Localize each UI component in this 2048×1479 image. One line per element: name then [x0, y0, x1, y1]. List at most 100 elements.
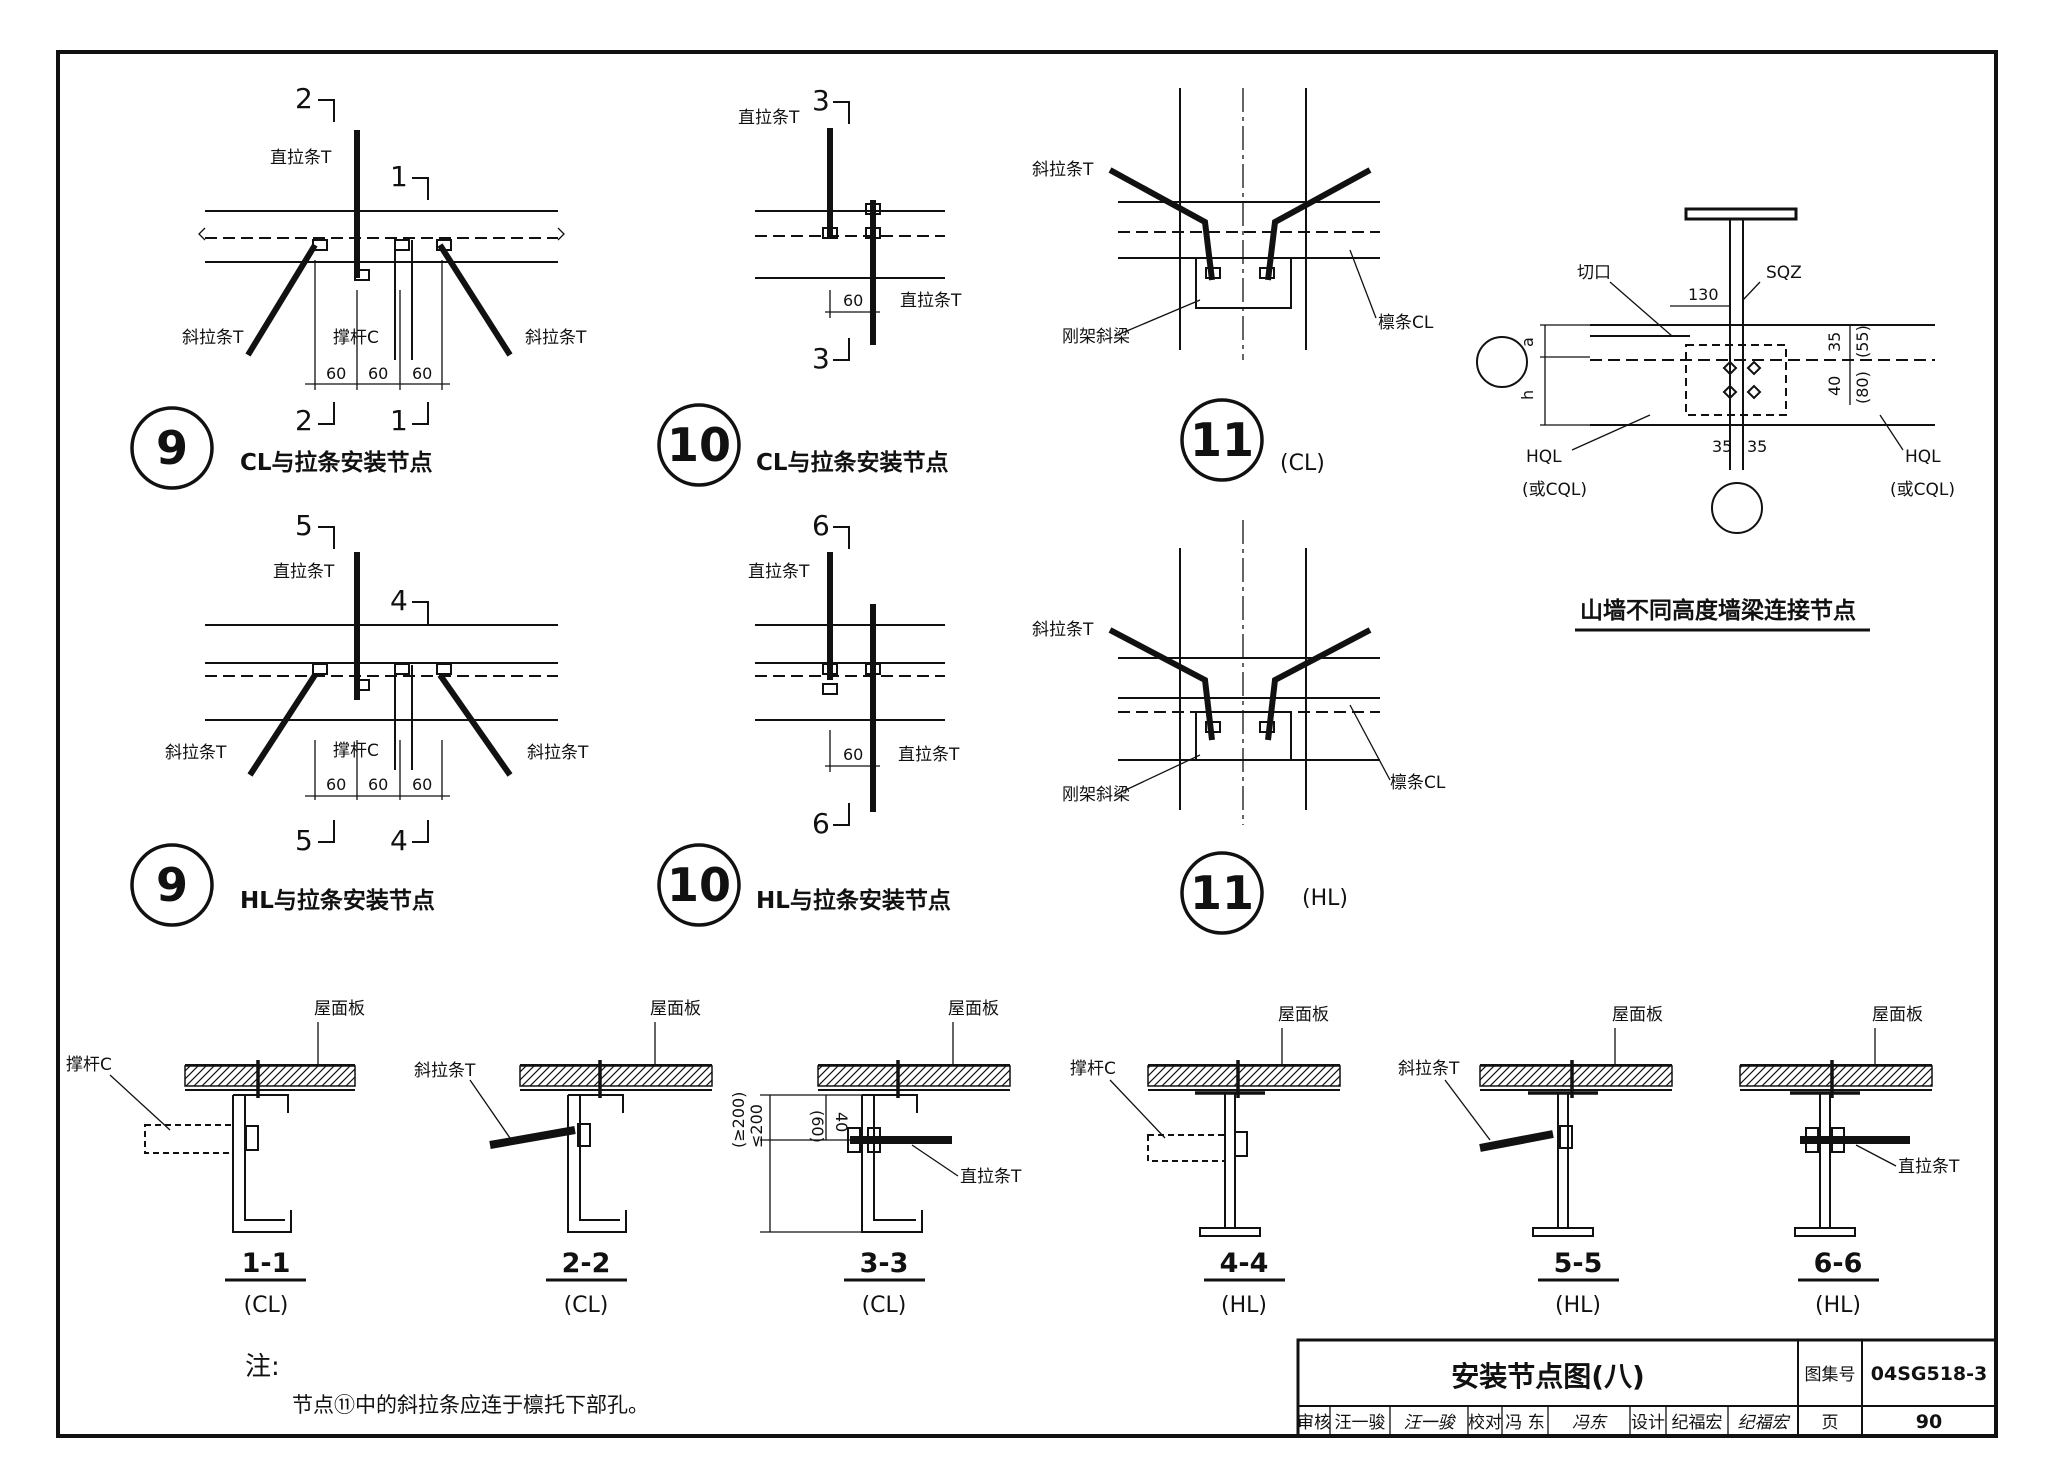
- dim-35: 35: [1825, 332, 1844, 352]
- detail-caption: HL与拉条安装节点: [756, 887, 951, 914]
- label-diagonal-tie: 斜拉条T: [1398, 1059, 1460, 1079]
- cut-mark: 2: [295, 404, 313, 437]
- section-5-5: 斜拉条T 屋面板 5-5 (HL): [1398, 1005, 1673, 1318]
- gable-detail: a h 130 35 (55) 40 (80) 35 35 切口 SQZ HQL…: [1476, 207, 1955, 632]
- detail-bubble: [1180, 398, 1264, 482]
- cut-mark: 6: [812, 509, 830, 542]
- section-3-3: (60) 40 (≥200) ≤200 屋面板 直拉条T 3-3 (CL): [729, 999, 1022, 1318]
- dim-60: 60: [326, 775, 346, 794]
- tb-checker: 冯 东: [1505, 1413, 1544, 1433]
- detail-number: 10: [667, 858, 731, 912]
- label-roof-panel: 屋面板: [314, 999, 365, 1019]
- label-diagonal-tie: 斜拉条T: [527, 743, 589, 763]
- cut-mark: 1: [390, 404, 408, 437]
- label-roof-panel: 屋面板: [1872, 1005, 1923, 1025]
- dim-60p: (60): [808, 1110, 827, 1143]
- dim-40: 40: [1825, 376, 1844, 396]
- tb-reviewer: 汪一骏: [1335, 1413, 1386, 1433]
- detail-number: 10: [667, 418, 731, 472]
- atlas-label: 图集号: [1805, 1365, 1856, 1385]
- cut-mark: 2: [295, 82, 313, 115]
- label-roof-panel: 屋面板: [650, 999, 701, 1019]
- label-straight-tie: 直拉条T: [273, 562, 335, 582]
- label-strut: 撑杆C: [333, 328, 379, 348]
- label-straight-tie: 直拉条T: [270, 148, 332, 168]
- dim-80: (80): [1853, 371, 1872, 404]
- tb-check-label: 校对: [1468, 1413, 1502, 1433]
- cut-mark: 4: [390, 824, 408, 857]
- dim-40: 40: [832, 1112, 851, 1132]
- atlas-code: 04SG518-3: [1871, 1363, 1988, 1385]
- section-4-4: 撑杆C 屋面板 4-4 (HL): [1070, 1005, 1341, 1318]
- detail-9-cl: 60 60 60 直拉条T 斜拉条T 斜拉条T 撑杆C 2 1 2 1 9 CL…: [130, 82, 587, 490]
- dim-55: (55): [1853, 325, 1872, 358]
- label-rafter: 刚架斜梁: [1062, 327, 1130, 347]
- cut-mark: 5: [295, 509, 313, 542]
- detail-caption: CL与拉条安装节点: [240, 449, 433, 476]
- label-roof-panel: 屋面板: [948, 999, 999, 1019]
- section-1-1: 撑杆C 屋面板 1-1 (CL): [66, 999, 365, 1318]
- section-type: (HL): [1221, 1293, 1267, 1318]
- label-strut: 撑杆C: [333, 741, 379, 761]
- section-name: 2-2: [562, 1248, 611, 1279]
- detail-caption: 山墙不同高度墙梁连接节点: [1580, 597, 1856, 624]
- dim-60: 60: [412, 775, 432, 794]
- sheet-border: [56, 50, 1998, 1438]
- label-roof-panel: 屋面板: [1278, 1005, 1329, 1025]
- cut-mark: 3: [812, 84, 830, 117]
- label-straight-tie: 直拉条T: [748, 562, 810, 582]
- cut-mark: 4: [390, 584, 408, 617]
- dim-60: 60: [368, 775, 388, 794]
- dim-60: 60: [843, 291, 863, 310]
- dim-le200: ≤200: [747, 1104, 766, 1148]
- detail-10-hl: 60 直拉条T 直拉条T 6 6 10 HL与拉条安装节点: [657, 509, 960, 927]
- label-purlin: 檩条CL: [1378, 313, 1434, 333]
- title-block: 安装节点图(八) 图集号 04SG518-3 审核 汪一骏 汪一骏 校对 冯 东…: [1296, 1338, 1998, 1438]
- detail-11-hl: 斜拉条T 檩条CL 刚架斜梁 11 (HL): [1032, 520, 1446, 935]
- detail-bubble: [130, 406, 214, 490]
- section-name: 5-5: [1554, 1248, 1603, 1279]
- note: 注: 节点⑪中的斜拉条应连于檩托下部孔。: [245, 1352, 649, 1417]
- section-2-2: 斜拉条T 屋面板 2-2 (CL): [414, 999, 713, 1318]
- label-roof-panel: 屋面板: [1612, 1005, 1663, 1025]
- detail-number: 11: [1190, 866, 1254, 920]
- label-purlin: 檩条CL: [1390, 773, 1446, 793]
- section-name: 1-1: [242, 1248, 291, 1279]
- tb-page-label: 页: [1822, 1413, 1839, 1433]
- detail-bubble: [130, 843, 214, 927]
- cut-mark: 3: [812, 342, 830, 375]
- label-diagonal-tie: 斜拉条T: [182, 328, 244, 348]
- dim-60: 60: [368, 364, 388, 383]
- detail-10-cl: 60 直拉条T 直拉条T 3 3 10 CL与拉条安装节点: [657, 84, 962, 487]
- cut-mark: 5: [295, 824, 313, 857]
- label-cql-alt: (或CQL): [1522, 480, 1587, 500]
- section-type: (CL): [564, 1293, 609, 1318]
- tb-page-number: 90: [1916, 1411, 1942, 1433]
- note-text: 节点⑪中的斜拉条应连于檩托下部孔。: [292, 1393, 649, 1417]
- detail-caption: (HL): [1302, 886, 1348, 911]
- detail-number: 9: [156, 421, 188, 475]
- section-name: 6-6: [1814, 1248, 1863, 1279]
- label-straight-tie: 直拉条T: [898, 745, 960, 765]
- label-diagonal-tie: 斜拉条T: [414, 1061, 476, 1081]
- tb-designer: 纪福宏: [1672, 1413, 1723, 1433]
- tb-designer-signature: 纪福宏: [1738, 1413, 1791, 1433]
- label-rafter: 刚架斜梁: [1062, 785, 1130, 805]
- label-diagonal-tie: 斜拉条T: [1032, 160, 1094, 180]
- detail-bubble: [1180, 851, 1264, 935]
- label-strut: 撑杆C: [1070, 1059, 1116, 1079]
- label-strut: 撑杆C: [66, 1055, 112, 1075]
- detail-11-cl: 斜拉条T 檩条CL 刚架斜梁 11 (CL): [1032, 88, 1434, 482]
- dim-60: 60: [326, 364, 346, 383]
- label-cql-alt: (或CQL): [1890, 480, 1955, 500]
- detail-bubble: [657, 843, 741, 927]
- section-name: 3-3: [860, 1248, 909, 1279]
- dim-35: 35: [1712, 437, 1732, 456]
- label-diagonal-tie: 斜拉条T: [1032, 620, 1094, 640]
- section-type: (CL): [244, 1293, 289, 1318]
- dim-60: 60: [412, 364, 432, 383]
- note-heading: 注:: [245, 1352, 280, 1382]
- tb-checker-signature: 冯东: [1572, 1413, 1608, 1433]
- detail-caption: HL与拉条安装节点: [240, 887, 435, 914]
